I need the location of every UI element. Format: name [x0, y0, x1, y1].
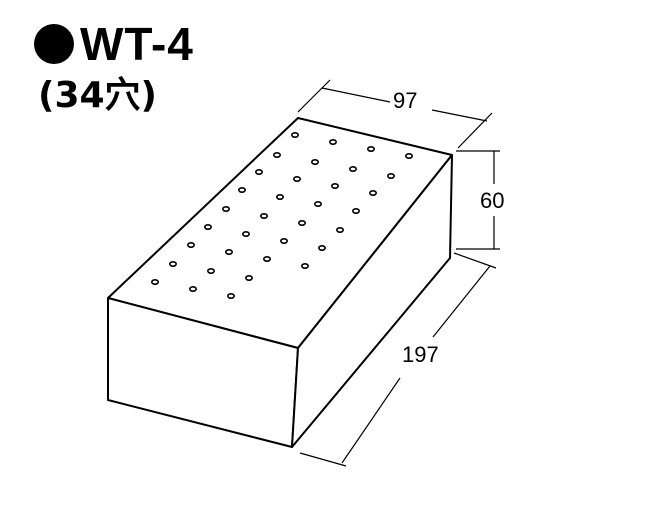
hole [245, 274, 254, 281]
holes-group [151, 132, 413, 299]
dimension-height [456, 150, 500, 250]
hole [238, 187, 247, 194]
dimension-height-label: 60 [480, 188, 504, 213]
hole [297, 220, 306, 227]
hole [330, 183, 339, 190]
hole [242, 231, 251, 238]
hole [279, 238, 288, 245]
dimension-width [297, 79, 493, 149]
hole [351, 208, 360, 215]
dimension-length-label: 197 [402, 342, 439, 367]
hole [335, 227, 344, 234]
hole [207, 267, 216, 274]
dimension-width-line-left [321, 87, 391, 103]
model-name: WT-4 [80, 18, 194, 70]
hole [189, 285, 198, 292]
dimension-length-line-top [432, 265, 491, 338]
hole [290, 132, 299, 139]
hole [227, 292, 236, 299]
hole [317, 245, 326, 252]
hole [187, 242, 196, 249]
hole [222, 206, 231, 213]
dimension-width-label: 97 [393, 88, 417, 113]
hole [292, 176, 301, 183]
hole [255, 169, 264, 176]
hole [348, 166, 357, 173]
hole [386, 173, 395, 180]
hole [368, 190, 377, 197]
hole [262, 255, 271, 262]
hole [328, 139, 337, 146]
hole [300, 262, 309, 269]
title-block: WT-4 (34穴) [34, 18, 194, 118]
filled-circle-bullet-icon [34, 24, 74, 64]
title-line: WT-4 [34, 18, 194, 70]
dimension-width-line-right [431, 109, 488, 122]
dimension-length-extension-top [453, 252, 497, 269]
hole [366, 146, 375, 153]
hole [272, 152, 281, 159]
dimension-width-extension-left [297, 79, 331, 113]
hole [169, 260, 178, 267]
dimension-length [299, 252, 497, 467]
block-body [107, 117, 453, 448]
dimension-length-line-bottom [341, 377, 401, 464]
hole [275, 194, 284, 201]
dimension-length-extension-bottom [299, 452, 347, 467]
hole [151, 278, 160, 285]
hole [313, 201, 322, 208]
hole [404, 153, 413, 160]
block-side-face [291, 154, 453, 448]
hole [204, 224, 213, 231]
dimension-width-extension-right [457, 112, 493, 149]
hole [310, 159, 319, 166]
hole [225, 249, 234, 256]
hole [259, 213, 268, 220]
hole-count-label: (34穴) [38, 75, 158, 116]
